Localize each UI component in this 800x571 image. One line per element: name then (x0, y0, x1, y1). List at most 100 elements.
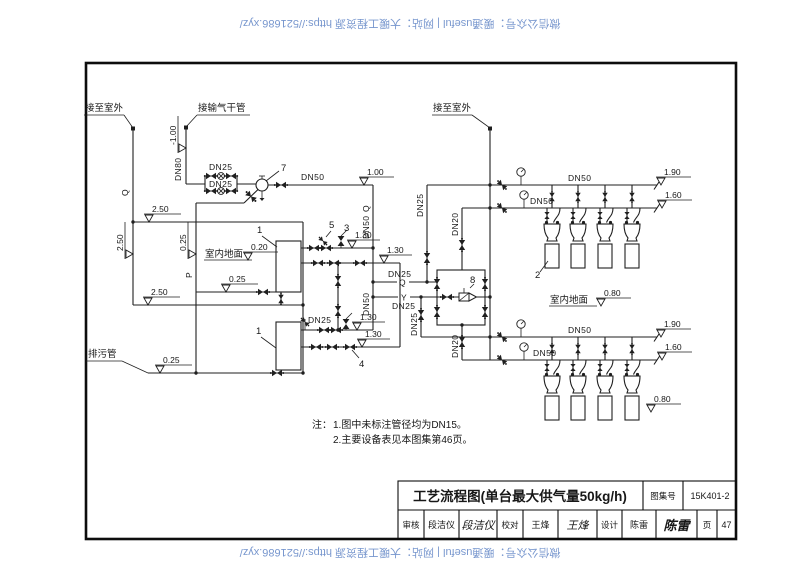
riser-and-headers (421, 114, 661, 367)
svg-text:2.50: 2.50 (151, 287, 168, 297)
designer-name: 陈雷 (630, 519, 648, 530)
svg-text:1.30: 1.30 (387, 245, 404, 255)
burner-unit (543, 359, 561, 421)
pipe-label-dn25: DN25 (388, 269, 411, 279)
svg-text:0.20: 0.20 (251, 242, 268, 252)
burner-unit (569, 207, 587, 269)
atlas-number-value: 15K401-2 (690, 491, 729, 501)
equipment-tag-1: 1 (256, 326, 261, 337)
designer-signature: 陈雷 (663, 518, 691, 533)
checker-signature: 王烽 (567, 519, 590, 532)
pipe-label-dn25: DN25 (308, 315, 331, 325)
note-line-2: 2.主要设备表见本图集第46页。 (333, 433, 472, 446)
pipe-label-dn25: DN25 (209, 162, 232, 172)
designer-label: 设计 (601, 520, 619, 530)
pressure-regulator-icon (458, 287, 477, 302)
pipe-label-dn50: DN50 (361, 293, 371, 316)
pipe-label-dn50: DN50 (568, 173, 591, 183)
watermark-bottom: 微信公众号：暖通useful | 网站：大暖工程资源 https://52168… (239, 546, 561, 560)
callout-drain-pipe: 排污管 (88, 348, 117, 360)
page-label: 页 (703, 520, 712, 530)
svg-text:1.60: 1.60 (665, 342, 682, 352)
callout-indoor-floor-left: 室内地面 (205, 248, 243, 260)
pipe-label-dn50: DN50 (568, 325, 591, 335)
equipment-tag-7: 7 (281, 163, 286, 174)
pipe-label-dn25: DN25 (392, 301, 415, 311)
equipment-tag-4: 4 (359, 359, 364, 370)
burner-unit (623, 359, 641, 421)
left-vent-drain-piping (84, 114, 305, 375)
atlas-number-label: 图集号 (650, 491, 676, 501)
pipe-label-dn25: DN25 (409, 313, 419, 336)
equipment-1-lower (275, 321, 302, 371)
pressure-gauge-icon (519, 190, 529, 209)
reviewer-label: 审核 (402, 520, 420, 530)
svg-text:0.80: 0.80 (604, 288, 621, 298)
callout-indoor-floor-right: 室内地面 (550, 294, 588, 306)
equipment-tag-2: 2 (535, 270, 540, 281)
gas-main-feed-piping (184, 114, 373, 204)
svg-text:0.25: 0.25 (229, 274, 246, 284)
pipe-label-dn20: DN20 (450, 335, 460, 358)
burners-lower (543, 337, 641, 421)
reviewer-name: 段洁仪 (428, 519, 455, 530)
svg-text:1.30: 1.30 (365, 329, 382, 339)
pipe-label-dn50: DN50 (301, 172, 324, 182)
pressure-gauge-icon (519, 342, 529, 361)
equipment-1-upper (275, 240, 302, 293)
burner-unit (569, 359, 587, 421)
regulator-bypass-piping (373, 185, 490, 360)
notes: 注： 1.图中未标注管径均为DN15。 2.主要设备表见本图集第46页。 (312, 418, 472, 446)
pipe-label-dn20: DN20 (450, 213, 460, 236)
flow-label-p: P (184, 272, 194, 278)
pipe-label-dn25: DN25 (415, 194, 425, 217)
burner-unit (596, 207, 614, 269)
burner-unit (543, 207, 561, 269)
flow-label-q-riser: Q (361, 205, 371, 212)
svg-text:2.50: 2.50 (115, 234, 125, 251)
pressure-gauge-icon (516, 167, 526, 186)
pipe-label-dn50: DN50 (530, 196, 553, 206)
svg-text:0.25: 0.25 (178, 234, 188, 251)
note-line-1: 1.图中未标注管径均为DN15。 (333, 418, 467, 431)
pipe-label-dn50: DN50 (533, 348, 556, 358)
equipment-tag-3: 3 (344, 223, 349, 234)
equipment-tag-1: 1 (257, 225, 262, 236)
flow-label-y-line: Y (401, 293, 407, 303)
svg-text:1.30: 1.30 (355, 230, 372, 240)
svg-text:1.00: 1.00 (367, 167, 384, 177)
burners-upper (539, 185, 641, 273)
page-number: 47 (721, 520, 731, 530)
safety-valve-icon (342, 312, 353, 330)
svg-text:1.60: 1.60 (665, 190, 682, 200)
pipe-label-dn80: DN80 (173, 158, 183, 181)
equipment-tag-8: 8 (470, 275, 475, 286)
drawing-title: 工艺流程图(单台最大供气量50kg/h) (413, 488, 627, 504)
checker-label: 校对 (501, 520, 519, 530)
equipment-tag-5: 5 (329, 220, 334, 231)
svg-text:1.90: 1.90 (664, 319, 681, 329)
svg-text:2.50: 2.50 (152, 204, 169, 214)
burner-unit (623, 207, 641, 269)
callout-outdoor-left: 接至室外 (85, 102, 124, 114)
pipe-label-dn50: DN50 (361, 216, 371, 239)
burner-unit (596, 359, 614, 421)
cylinder-group-piping (196, 185, 401, 377)
svg-text:0.25: 0.25 (163, 355, 180, 365)
svg-text:1.30: 1.30 (360, 312, 377, 322)
watermark-top: 微信公众号：暖通useful | 网站：大暖工程资源 https://52168… (239, 17, 561, 31)
flow-label-q-left: Q (120, 189, 130, 196)
elevation-markers: 2.50 2.50 0.25 0.25 0.20 1.00 1.30 1.30 … (115, 116, 692, 413)
flow-label-q-line: Q (399, 278, 406, 288)
notes-prefix: 注： (312, 418, 332, 431)
svg-text:-1.00: -1.00 (168, 125, 178, 145)
checker-name: 王烽 (531, 519, 549, 530)
svg-text:0.80: 0.80 (654, 394, 671, 404)
title-block: 工艺流程图(单台最大供气量50kg/h) 图集号 15K401-2 审核 段洁仪… (397, 480, 737, 540)
svg-text:1.90: 1.90 (664, 167, 681, 177)
callout-gas-main: 接输气干管 (198, 102, 246, 114)
pipe-label-dn25: DN25 (209, 179, 232, 189)
pressure-gauge-icon (516, 319, 526, 338)
